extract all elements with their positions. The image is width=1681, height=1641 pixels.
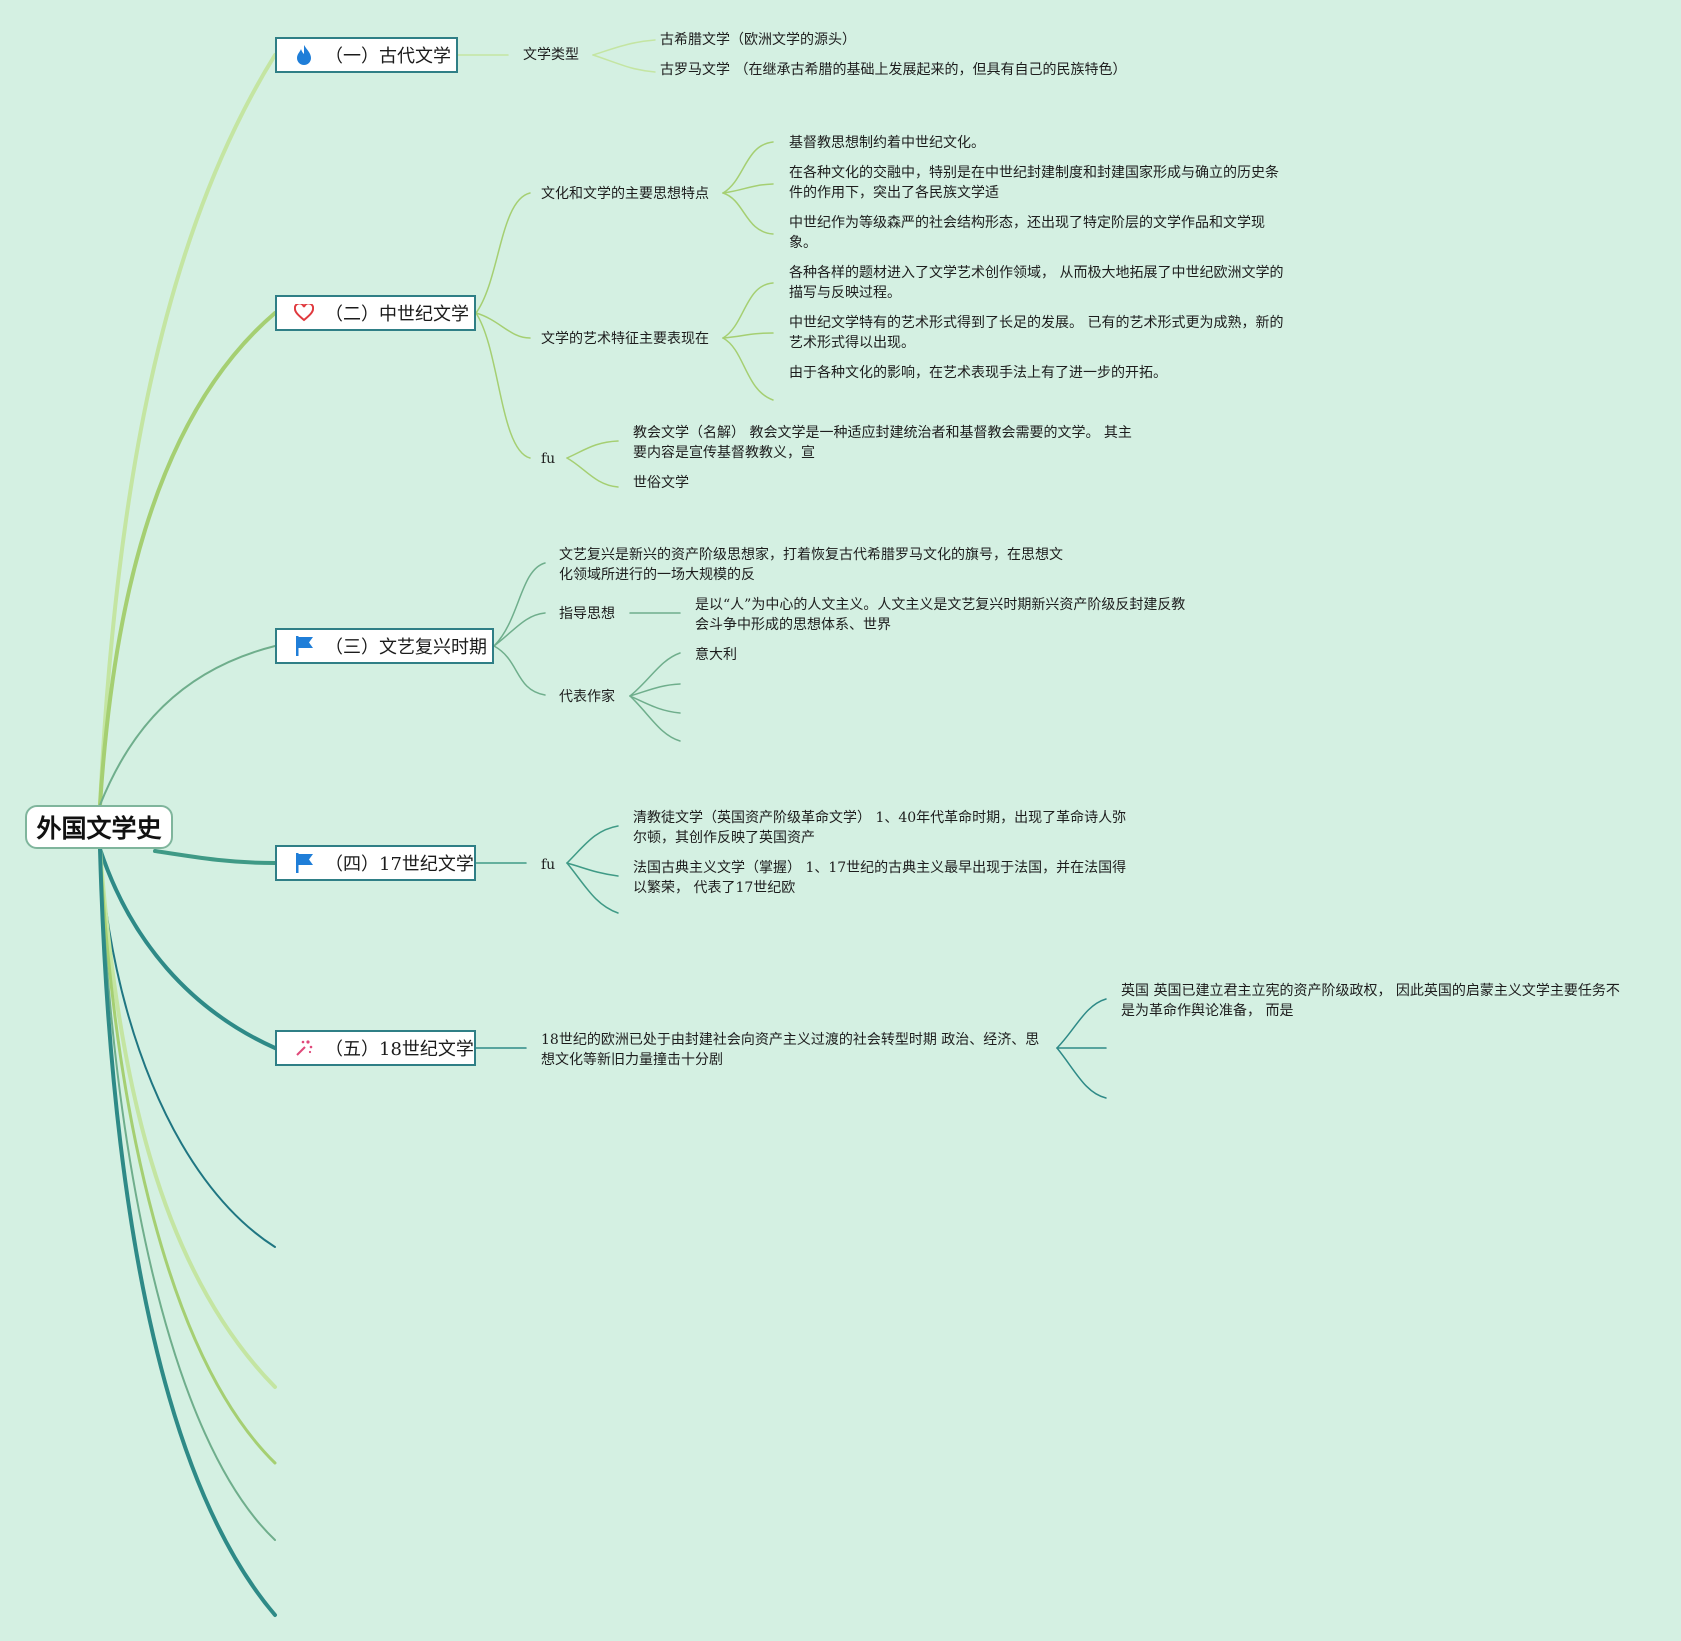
link-b2-g1-i3 [722,192,774,235]
branch-label: （四）17世纪文学 [325,854,474,875]
link-b2-g3-i2 [566,457,619,488]
b3-guide-label[interactable]: 指导思想 [559,606,615,622]
b3-writers-label[interactable]: 代表作家 [559,689,615,705]
branch-label: （二）中世纪文学 [325,304,469,325]
b2-group-label[interactable]: 文化和文学的主要思想特点 [541,186,709,202]
link-b2-g1-i2 [722,183,774,194]
branch-renaissance[interactable]: （三）文艺复兴时期 [275,628,494,664]
link-b5-i3 [1056,1047,1107,1099]
flag-icon [293,852,315,874]
link-b1-item1 [592,39,656,56]
b4-item[interactable]: 清教徒文学（英国资产阶级革命文学） 1、40年代革命时期，出现了革命诗人弥尔顿，… [633,810,1127,846]
link-b4-i2 [566,862,619,877]
link-root-empty-4 [99,848,276,1541]
b4-sub-label[interactable]: fu [541,857,556,873]
branch-17th-century[interactable]: （四）17世纪文学 [275,845,476,881]
link-b2-g3 [475,312,531,459]
flag-icon [293,635,315,657]
b2-group-label[interactable]: 文学的艺术特征主要表现在 [541,331,709,347]
link-b2-g2-i1 [722,282,774,339]
link-root-b4 [153,849,277,865]
link-b2-g2-i2 [722,332,774,339]
b3-writer[interactable]: 意大利 [695,647,737,663]
link-b4-i3 [566,862,619,914]
root-title: 外国文学史 [36,814,162,843]
b5-item[interactable]: 英国 英国已建立君主立宪的资产阶级政权， 因此英国的启蒙主义文学主要任务不是为革… [1121,983,1620,1019]
link-b3-w4 [629,695,681,742]
b2-group-label[interactable]: fu [541,451,556,467]
link-root-b2 [98,311,277,807]
branch-label: （一）古代文学 [325,46,451,67]
link-b2-g2-i3 [722,337,774,401]
link-root-b3 [99,645,276,806]
b1-type-label[interactable]: 文学类型 [523,47,579,63]
link-b1-item2 [592,54,656,73]
link-root-empty-5 [98,847,277,1617]
root-topic[interactable]: 外国文学史 [25,805,173,849]
link-b3-writers [493,645,546,696]
b2-g1-item[interactable]: 中世纪作为等级森严的社会结构形态，还出现了特定阶层的文学作品和文学现象。 [789,215,1265,251]
branch-18th-century[interactable]: （五）18世纪文学 [275,1030,476,1066]
link-b3-w1 [629,652,681,697]
link-root-b1 [98,53,277,807]
b1-item[interactable]: 古希腊文学（欧洲文学的源头） [660,32,856,48]
branch-ancient-literature[interactable]: （一）古代文学 [275,37,458,73]
link-b3-w2 [629,683,681,697]
branch-label: （五）18世纪文学 [325,1039,474,1060]
flame-icon [293,44,315,66]
b5-intro[interactable]: 18世纪的欧洲已处于由封建社会向资产主义过渡的社会转型时期 政治、经济、思想文化… [541,1032,1040,1068]
b2-g2-item[interactable]: 各种各样的题材进入了文学艺术创作领域， 从而极大地拓展了中世纪欧洲文学的描写与反… [789,265,1284,301]
link-b5-i1 [1056,998,1107,1049]
heart-icon [293,302,315,324]
link-b2-g1-i1 [722,141,774,194]
b2-g1-item[interactable]: 基督教思想制约着中世纪文化。 [789,135,985,151]
branch-medieval-literature[interactable]: （二）中世纪文学 [275,295,476,331]
link-b3-intro [493,562,546,647]
b3-guide-text[interactable]: 是以“人”为中心的人文主义。人文主义是文艺复兴时期新兴资产阶级反封建反教会斗争中… [695,597,1186,633]
sparkle-icon [293,1037,315,1059]
link-b3-guide [493,612,546,647]
branch-label: （三）文艺复兴时期 [325,637,487,658]
link-b4-i1 [566,825,619,864]
link-b2-g1 [475,192,531,314]
b1-item[interactable]: 古罗马文学 （在继承古希腊的基础上发展起来的，但具有自己的民族特色） [660,62,1127,78]
b2-g3-item[interactable]: 教会文学（名解） 教会文学是一种适应封建统治者和基督教会需要的文学。 其主要内容… [633,425,1132,461]
b2-g1-item[interactable]: 在各种文化的交融中，特别是在中世纪封建制度和封建国家形成与确立的历史条件的作用下… [789,165,1279,201]
link-root-empty-2 [98,847,277,1389]
b2-g3-item[interactable]: 世俗文学 [633,475,689,491]
b3-intro[interactable]: 文艺复兴是新兴的资产阶级思想家，打着恢复古代希腊罗马文化的旗号，在思想文化领域所… [559,547,1063,583]
b2-g2-item[interactable]: 中世纪文学特有的艺术形式得到了长足的发展。 已有的艺术形式更为成熟，新的艺术形式… [789,315,1284,351]
link-b2-g3-i1 [566,440,619,459]
b2-g2-item[interactable]: 由于各种文化的影响，在艺术表现手法上有了进一步的开拓。 [789,365,1167,381]
link-b2-g2 [475,312,531,339]
b4-item[interactable]: 法国古典主义文学（掌握） 1、17世纪的古典主义最早出现于法国，并在法国得以繁荣… [633,860,1127,896]
link-b3-w3 [629,695,681,714]
link-root-b5 [98,847,277,1050]
link-root-empty-3 [98,847,277,1465]
